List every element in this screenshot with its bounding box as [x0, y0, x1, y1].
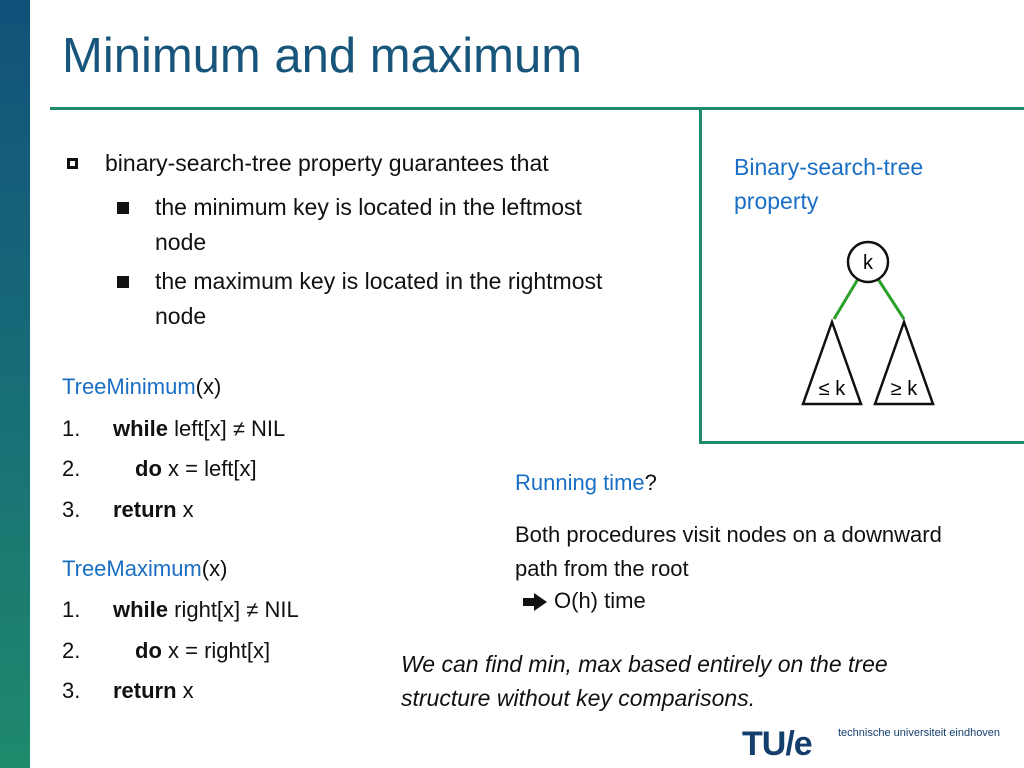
- keyword: return: [113, 497, 177, 522]
- tree-minimum-header: TreeMinimum(x): [62, 374, 221, 400]
- right-arrow-icon: [523, 593, 547, 612]
- keyword: return: [113, 678, 177, 703]
- root-node: [846, 240, 890, 284]
- line-rest: x: [176, 678, 194, 703]
- line-rest: right[x] ≠ NIL: [168, 597, 299, 622]
- line-number: 2.: [62, 456, 81, 481]
- line-body: return x: [113, 497, 194, 523]
- right-edge: [876, 278, 906, 320]
- tree-maximum-header: TreeMaximum(x): [62, 556, 227, 582]
- tue-logo: TU/e: [742, 725, 813, 763]
- line-body: while right[x] ≠ NIL: [113, 597, 299, 623]
- left-accent-bar: [0, 0, 30, 768]
- line-number: 2.: [62, 638, 81, 663]
- left-subtree-label: ≤ k: [819, 378, 847, 400]
- running-time-heading: Running time?: [515, 470, 657, 496]
- line-body: return x: [113, 678, 194, 704]
- left-edge: [832, 278, 860, 320]
- hollow-square-bullet-icon: [67, 158, 78, 169]
- running-time-result: O(h) time: [522, 588, 646, 614]
- sub-bullet-text: the minimum key is located in the leftmo…: [155, 194, 582, 255]
- line-number: 1.: [62, 416, 81, 441]
- line-number: 1.: [62, 597, 81, 622]
- university-name: technische universiteit eindhoven: [838, 727, 1001, 739]
- bst-property-title: Binary-search-tree property: [734, 154, 924, 214]
- running-time-description: Both procedures visit nodes on a downwar…: [515, 522, 942, 581]
- root-label: k: [863, 252, 874, 274]
- keyword: do: [135, 638, 162, 663]
- box-bottom-border: [699, 441, 1024, 444]
- procedure-param: (x): [201, 556, 228, 581]
- line-number: 3.: [62, 497, 81, 522]
- running-time-label: Running time: [515, 470, 645, 495]
- bst-diagram: k ≤ k ≥ k: [801, 240, 935, 406]
- keyword: while: [113, 597, 169, 622]
- right-subtree-label: ≥ k: [891, 378, 919, 400]
- procedure-param: (x): [195, 374, 222, 399]
- square-bullet-icon: [117, 276, 129, 288]
- question-mark: ?: [644, 470, 657, 495]
- right-subtree: [873, 318, 935, 406]
- main-bullet-text: binary-search-tree property guarantees t…: [105, 150, 549, 176]
- result-text: O(h) time: [554, 588, 646, 613]
- line-number: 3.: [62, 678, 81, 703]
- line-body: do x = left[x]: [135, 456, 257, 482]
- line-rest: x = right[x]: [161, 638, 271, 663]
- keyword: do: [135, 456, 162, 481]
- keyword: while: [113, 416, 169, 441]
- line-rest: x: [176, 497, 194, 522]
- title-divider: [50, 107, 1024, 110]
- procedure-name: TreeMaximum: [62, 556, 202, 581]
- square-bullet-icon: [117, 202, 129, 214]
- procedure-name: TreeMinimum: [62, 374, 196, 399]
- line-rest: x = left[x]: [161, 456, 257, 481]
- line-body: do x = right[x]: [135, 638, 270, 664]
- italic-note: We can find min, max based entirely on t…: [401, 651, 888, 711]
- line-rest: left[x] ≠ NIL: [168, 416, 286, 441]
- left-subtree: [801, 318, 863, 406]
- box-left-border: [699, 108, 702, 444]
- line-body: while left[x] ≠ NIL: [113, 416, 285, 442]
- sub-bullet-text: the maximum key is located in the rightm…: [155, 268, 603, 329]
- slide-title: Minimum and maximum: [62, 29, 583, 83]
